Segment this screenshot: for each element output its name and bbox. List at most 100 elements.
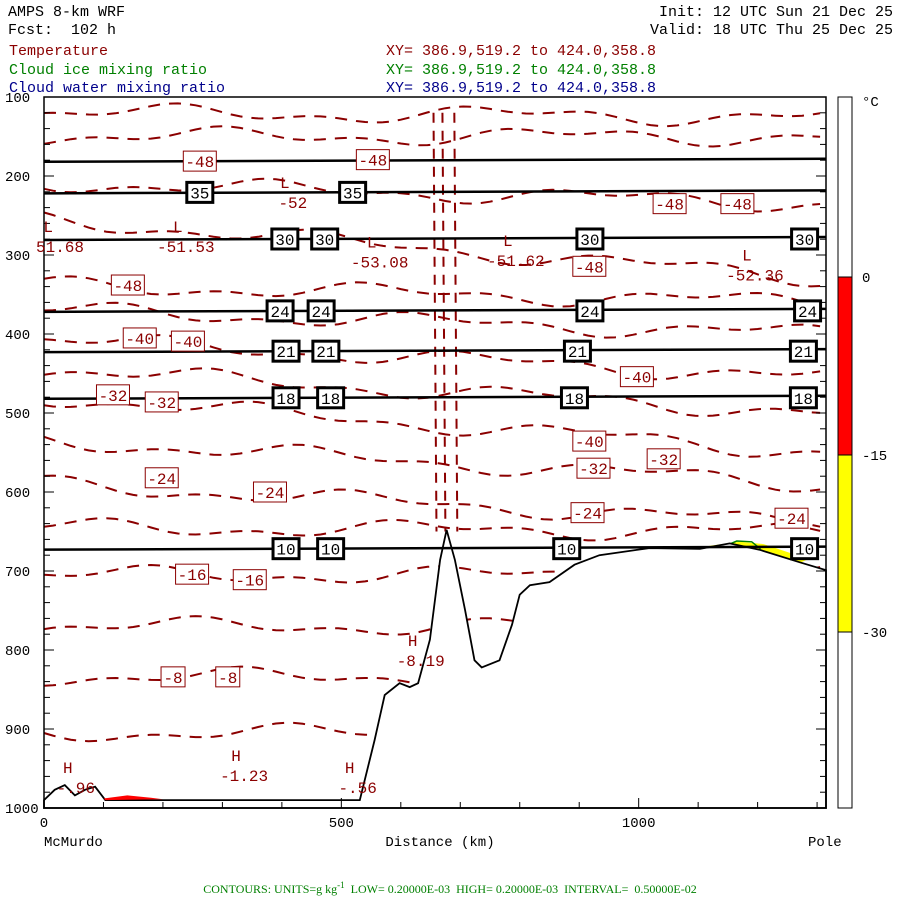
black-contour-label: 21 xyxy=(316,344,335,362)
extremum-group: L-53.08 xyxy=(351,235,409,273)
black-contour-label: 24 xyxy=(798,304,817,322)
isotherm-label-group: -40 xyxy=(572,430,607,452)
black-contour-label-group: 30 xyxy=(270,227,300,251)
extremum-group: H-1.23 xyxy=(220,748,268,786)
black-contour-label-box xyxy=(271,339,301,363)
isotherm-label: -48 xyxy=(655,197,684,215)
isotherm-label: -24 xyxy=(777,511,806,529)
isotherm-line xyxy=(43,211,821,288)
black-contour-label-box xyxy=(338,180,368,204)
black-contour-label: 10 xyxy=(557,542,576,560)
isotherm-label-group: -8 xyxy=(215,666,241,688)
isotherm-label-group: -24 xyxy=(252,481,287,503)
isotherm-label-box xyxy=(619,366,654,388)
isotherm-label: -40 xyxy=(125,331,154,349)
black-contour-label-box xyxy=(552,537,582,561)
isotherm-label: -8 xyxy=(218,670,237,688)
black-contour-label-group: 18 xyxy=(271,386,301,410)
black-contour-label-box xyxy=(793,299,823,323)
black-contour-label: 35 xyxy=(190,185,209,203)
black-contour-label-group: 21 xyxy=(788,339,818,363)
black-contour-label-group: 21 xyxy=(562,339,592,363)
y-tick-label: 100 xyxy=(5,91,30,107)
isotherm-label-group: -8 xyxy=(160,666,186,688)
isotherm-label: -48 xyxy=(358,153,387,171)
extremum-value: -53.08 xyxy=(351,255,409,273)
xy-temperature: XY= 386.9,519.2 to 424.0,358.8 xyxy=(386,43,657,60)
extremum-group: L-51.53 xyxy=(157,219,215,257)
black-contour-label: 18 xyxy=(276,391,295,409)
isotherm-line xyxy=(432,112,438,532)
isotherm-line xyxy=(43,177,821,213)
black-contour-line xyxy=(43,235,827,242)
colorbar-label: -30 xyxy=(862,626,887,642)
extremum-value: -51.62 xyxy=(487,253,545,271)
extremum-value: -52 xyxy=(278,195,307,213)
black-contour-label-box xyxy=(310,227,340,251)
isotherm-label: -8 xyxy=(163,670,182,688)
black-contour-label: 24 xyxy=(312,304,331,322)
isotherm-label: -24 xyxy=(147,471,176,489)
black-contour-label: 18 xyxy=(565,391,584,409)
colorbar-unit: °C xyxy=(862,95,879,111)
black-contour-label-box xyxy=(575,227,605,251)
black-contour-label: 35 xyxy=(343,185,362,203)
isotherm-line xyxy=(43,517,821,542)
isotherm-label-box xyxy=(215,666,241,688)
isotherm-label-box xyxy=(144,467,179,489)
extremum-value: -8.19 xyxy=(397,653,445,671)
isotherm-line xyxy=(441,112,447,532)
black-contour-label-box xyxy=(306,299,336,323)
isotherm-label-group: -48 xyxy=(355,149,390,171)
isotherm-label: -32 xyxy=(649,452,678,470)
extremum-marker: H xyxy=(231,748,241,766)
warm-layer-fill xyxy=(103,795,163,801)
black-contour-label-box xyxy=(271,386,301,410)
black-contour-label-box xyxy=(562,339,592,363)
black-contour-label: 10 xyxy=(795,542,814,560)
forecast-hour: Fcst: 102 h xyxy=(8,22,117,39)
isotherm-label-box xyxy=(774,507,809,529)
isotherm-label-box xyxy=(232,569,267,591)
black-contour-label-group: 30 xyxy=(790,227,820,251)
x-tick-label: 500 xyxy=(329,816,354,832)
black-contour-line xyxy=(43,545,827,551)
black-contour-label-group: 35 xyxy=(338,180,368,204)
isotherm-label: -32 xyxy=(579,461,608,479)
black-contour-label: 10 xyxy=(321,542,340,560)
black-contour-label: 24 xyxy=(580,304,599,322)
extremum-group: L 51.68 xyxy=(36,219,84,257)
isotherm-label: -24 xyxy=(256,485,285,503)
isotherm-label-box xyxy=(572,255,607,277)
colorbar-red-band xyxy=(837,276,853,456)
isotherm-label-group: -48 xyxy=(572,255,607,277)
isotherm-label-box xyxy=(570,502,605,524)
extremum-group: L -51.62 xyxy=(487,233,545,271)
contours-footer: CONTOURS: UNITS=g kg-1 LOW= 0.20000E-03 … xyxy=(203,880,697,896)
black-contour-label: 18 xyxy=(321,391,340,409)
black-contour-label-group: 24 xyxy=(575,299,605,323)
isotherm-line xyxy=(43,435,821,493)
isotherm-line xyxy=(43,301,821,339)
isotherm-label: -40 xyxy=(622,370,651,388)
extremum-marker: L xyxy=(43,219,53,237)
extremum-value: 51.68 xyxy=(36,239,84,257)
black-contour-label-group: 30 xyxy=(575,227,605,251)
colorbar-yellow-band xyxy=(837,454,853,633)
valid-time: Valid: 18 UTC Thu 25 Dec 25 xyxy=(649,22,893,39)
black-contour-label-group: 10 xyxy=(271,537,301,561)
black-contour-label-group: 24 xyxy=(265,299,295,323)
x-left-label: McMurdo xyxy=(44,835,103,851)
black-contour-line xyxy=(43,307,827,314)
isotherm-label-group: -40 xyxy=(619,366,654,388)
extremum-marker: H xyxy=(345,760,355,778)
isotherm-label-box xyxy=(252,481,287,503)
isotherm-label-box xyxy=(170,330,205,352)
extremum-marker: L xyxy=(503,233,513,251)
isotherm-line xyxy=(43,275,821,309)
black-contour-line xyxy=(43,157,827,164)
field-cloud-water: Cloud water mixing ratio xyxy=(9,80,226,97)
black-contour-line xyxy=(43,347,827,354)
isotherm-label: -48 xyxy=(185,154,214,172)
